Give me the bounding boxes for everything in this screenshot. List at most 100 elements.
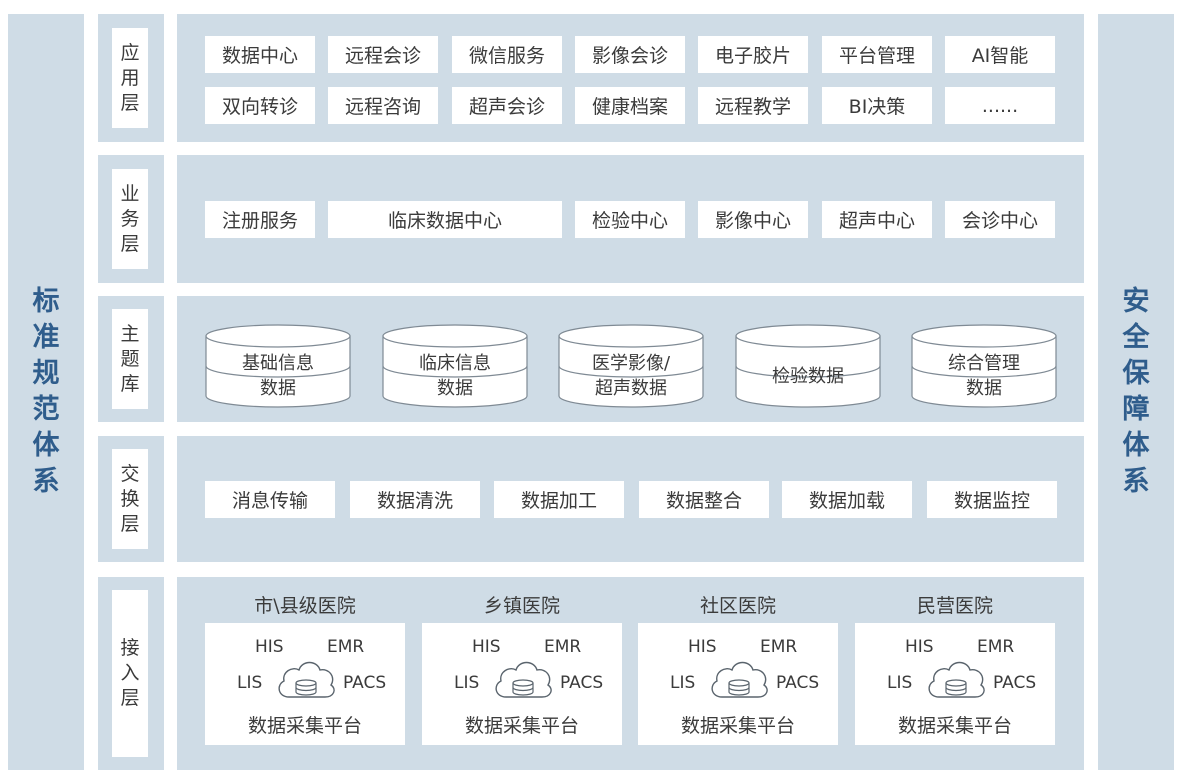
standards-pillar-label: 标准规范体系 <box>32 286 60 497</box>
app-item: 双向转诊 <box>205 87 315 124</box>
app-item: 影像会诊 <box>575 36 685 73</box>
hospital-card: HIS EMR LIS PACS 数据采集平台 <box>422 623 622 745</box>
system-label: EMR <box>760 637 798 657</box>
exchange-item: 数据监控 <box>927 481 1057 518</box>
platform-label: 数据采集平台 <box>247 715 362 737</box>
topic-layer-label: 主题库 <box>120 322 140 395</box>
business-layer-label: 业务层 <box>120 182 140 255</box>
cloud-database-icon <box>495 661 552 698</box>
topic-layer-panel: 基础信息数据 临床信息数据 医学影像/超声数据 检验数据 综合管理数据 <box>177 296 1084 422</box>
business-item: 临床数据中心 <box>328 201 562 238</box>
app-item: 平台管理 <box>822 36 932 73</box>
hospital-card: HIS EMR LIS PACS 数据采集平台 <box>205 623 405 745</box>
database-label: 综合管理 <box>948 353 1020 374</box>
database-label: 数据 <box>437 378 473 399</box>
system-label: PACS <box>560 673 604 693</box>
app-item: BI决策 <box>822 87 932 124</box>
database-cylinder: 临床信息数据 <box>382 324 528 408</box>
system-label: HIS <box>688 637 717 657</box>
business-item: 影像中心 <box>698 201 808 238</box>
hospital-title: 民营医院 <box>916 595 993 617</box>
platform-label: 数据采集平台 <box>464 715 579 737</box>
hospital-title: 市\县级医院 <box>254 595 356 617</box>
hospital-title: 社区医院 <box>699 595 776 617</box>
exchange-layer-label-panel: 交换层 <box>98 436 164 562</box>
hospital-card: HIS EMR LIS PACS 数据采集平台 <box>855 623 1055 745</box>
system-label: LIS <box>237 673 263 693</box>
system-label: EMR <box>327 637 365 657</box>
app-item: 远程咨询 <box>328 87 438 124</box>
system-label: PACS <box>343 673 387 693</box>
database-label: 临床信息 <box>419 353 491 374</box>
database-icon <box>911 324 1057 408</box>
database-icon <box>382 324 528 408</box>
access-layer-label: 接入层 <box>120 637 140 709</box>
app-item: 电子胶片 <box>698 36 808 73</box>
app-item: 远程会诊 <box>328 36 438 73</box>
business-item: 超声中心 <box>822 201 932 238</box>
application-layer-label: 应用层 <box>120 41 140 114</box>
exchange-item: 数据加工 <box>494 481 624 518</box>
app-item: 微信服务 <box>452 36 562 73</box>
exchange-item: 数据整合 <box>639 481 769 518</box>
app-item: 数据中心 <box>205 36 315 73</box>
database-label: 超声数据 <box>595 378 667 399</box>
security-pillar: 安全保障体系 <box>1098 14 1174 770</box>
business-layer-label-box: 业务层 <box>112 169 148 269</box>
exchange-item: 消息传输 <box>205 481 335 518</box>
access-layer-label-box: 接入层 <box>112 590 148 757</box>
system-label: EMR <box>977 637 1015 657</box>
hospital-card: HIS EMR LIS PACS 数据采集平台 <box>638 623 838 745</box>
standards-pillar: 标准规范体系 <box>8 14 84 770</box>
database-cylinder: 检验数据 <box>735 324 881 408</box>
database-cylinder: 基础信息数据 <box>205 324 351 408</box>
system-label: LIS <box>670 673 696 693</box>
exchange-item: 数据加载 <box>782 481 912 518</box>
cloud-database-icon <box>711 661 768 698</box>
database-icon <box>558 324 704 408</box>
application-layer-label-panel: 应用层 <box>98 14 164 142</box>
access-layer-label-panel: 接入层 <box>98 577 164 770</box>
business-layer-panel: 注册服务 临床数据中心 检验中心 影像中心 超声中心 会诊中心 <box>177 155 1084 283</box>
database-cylinder: 综合管理数据 <box>911 324 1057 408</box>
application-layer-label-box: 应用层 <box>112 28 148 128</box>
cloud-database-icon <box>278 661 335 698</box>
system-label: HIS <box>472 637 501 657</box>
security-pillar-label: 安全保障体系 <box>1122 286 1150 497</box>
database-label: 医学影像/ <box>591 353 671 374</box>
business-item: 注册服务 <box>205 201 315 238</box>
system-label: LIS <box>454 673 480 693</box>
app-item: 远程教学 <box>698 87 808 124</box>
system-label: HIS <box>255 637 284 657</box>
topic-layer-label-panel: 主题库 <box>98 296 164 422</box>
app-item: 健康档案 <box>575 87 685 124</box>
topic-layer-label-box: 主题库 <box>112 309 148 409</box>
platform-label: 数据采集平台 <box>680 715 795 737</box>
app-item: AI智能 <box>945 36 1055 73</box>
app-item: ...... <box>945 87 1055 124</box>
hospital-title: 乡镇医院 <box>483 595 560 617</box>
application-layer-panel: 数据中心 远程会诊 微信服务 影像会诊 电子胶片 平台管理 AI智能 双向转诊 … <box>177 14 1084 142</box>
exchange-layer-panel: 消息传输 数据清洗 数据加工 数据整合 数据加载 数据监控 <box>177 436 1084 562</box>
database-icon <box>735 324 881 408</box>
database-icon <box>205 324 351 408</box>
access-layer-panel: 市\县级医院 HIS EMR LIS PACS 数据采集平台 乡镇医院 HIS … <box>177 577 1084 770</box>
system-label: HIS <box>905 637 934 657</box>
app-item: 超声会诊 <box>452 87 562 124</box>
business-layer-label-panel: 业务层 <box>98 155 164 283</box>
exchange-layer-label-box: 交换层 <box>112 449 148 549</box>
database-cylinder: 医学影像/超声数据 <box>558 324 704 408</box>
database-label: 检验数据 <box>772 365 844 387</box>
database-label: 数据 <box>260 378 296 399</box>
business-item: 检验中心 <box>575 201 685 238</box>
exchange-layer-label: 交换层 <box>120 462 140 535</box>
cloud-database-icon <box>928 661 985 698</box>
database-label: 数据 <box>966 378 1002 399</box>
platform-label: 数据采集平台 <box>897 715 1012 737</box>
system-label: EMR <box>544 637 582 657</box>
database-label: 基础信息 <box>242 353 314 374</box>
system-label: LIS <box>887 673 913 693</box>
system-label: PACS <box>993 673 1037 693</box>
exchange-item: 数据清洗 <box>350 481 480 518</box>
business-item: 会诊中心 <box>945 201 1055 238</box>
